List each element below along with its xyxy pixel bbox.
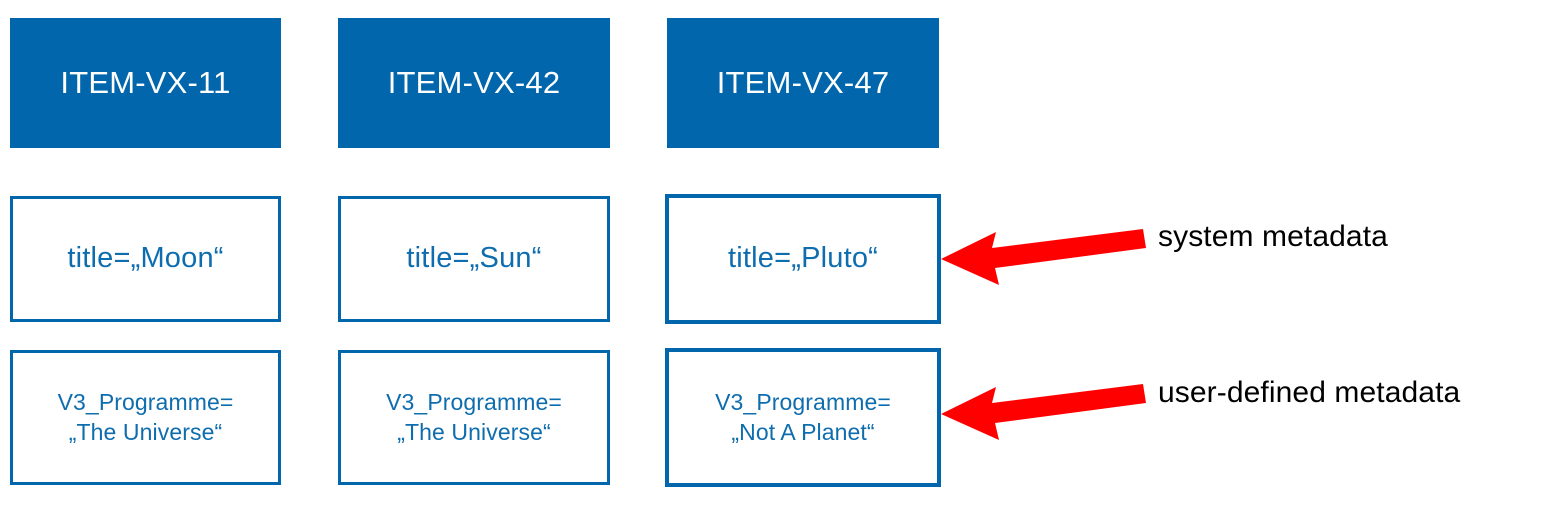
left-arrow-icon-user-metadata <box>941 384 1146 440</box>
item-header-box-3: ITEM-VX-47 <box>667 18 939 148</box>
item-header-label-1: ITEM-VX-11 <box>60 65 231 100</box>
system-metadata-box-3: title=„Pluto“ <box>665 194 941 324</box>
system-metadata-label-3: title=„Pluto“ <box>727 242 879 275</box>
user-metadata-text-2: V3_Programme= „The Universe“ <box>386 388 562 448</box>
user-metadata-value-2: „The Universe“ <box>397 418 551 445</box>
left-arrow-icon-system-metadata <box>941 229 1146 285</box>
user-metadata-box-3: V3_Programme= „Not A Planet“ <box>665 348 941 487</box>
user-metadata-box-2: V3_Programme= „The Universe“ <box>338 350 610 485</box>
system-metadata-label-2: title=„Sun“ <box>406 242 542 275</box>
annotation-label-system-metadata: system metadata <box>1158 220 1388 253</box>
annotation-label-user-metadata: user-defined metadata <box>1158 376 1461 409</box>
user-metadata-key-2: V3_Programme= <box>386 388 562 415</box>
item-header-label-2: ITEM-VX-42 <box>387 65 561 100</box>
user-metadata-value-3: „Not A Planet“ <box>731 418 875 445</box>
item-header-box-2: ITEM-VX-42 <box>338 18 610 148</box>
system-metadata-box-2: title=„Sun“ <box>338 196 610 322</box>
system-metadata-label-1: title=„Moon“ <box>67 242 224 275</box>
user-metadata-value-1: „The Universe“ <box>68 418 223 445</box>
user-metadata-text-3: V3_Programme= „Not A Planet“ <box>715 388 891 448</box>
user-metadata-key-3: V3_Programme= <box>715 388 891 415</box>
system-metadata-box-1: title=„Moon“ <box>10 196 281 322</box>
item-header-label-3: ITEM-VX-47 <box>716 65 890 100</box>
item-header-box-1: ITEM-VX-11 <box>10 18 281 148</box>
user-metadata-box-1: V3_Programme= „The Universe“ <box>10 350 281 485</box>
user-metadata-text-1: V3_Programme= „The Universe“ <box>58 388 234 448</box>
user-metadata-key-1: V3_Programme= <box>57 388 234 415</box>
